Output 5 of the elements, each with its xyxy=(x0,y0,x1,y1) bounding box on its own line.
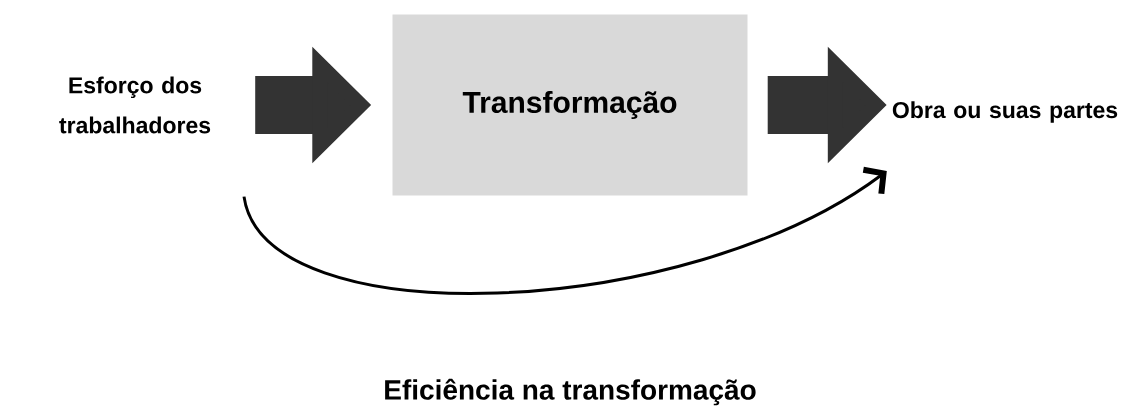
process-box: Transformação xyxy=(392,14,748,196)
curved-arrow xyxy=(242,166,887,295)
node-text: Obra ou suas partes xyxy=(892,101,1118,123)
edge-label: Eficiência na transformação xyxy=(385,378,756,406)
node-text: Esforço dos trabalhadores xyxy=(59,76,211,134)
